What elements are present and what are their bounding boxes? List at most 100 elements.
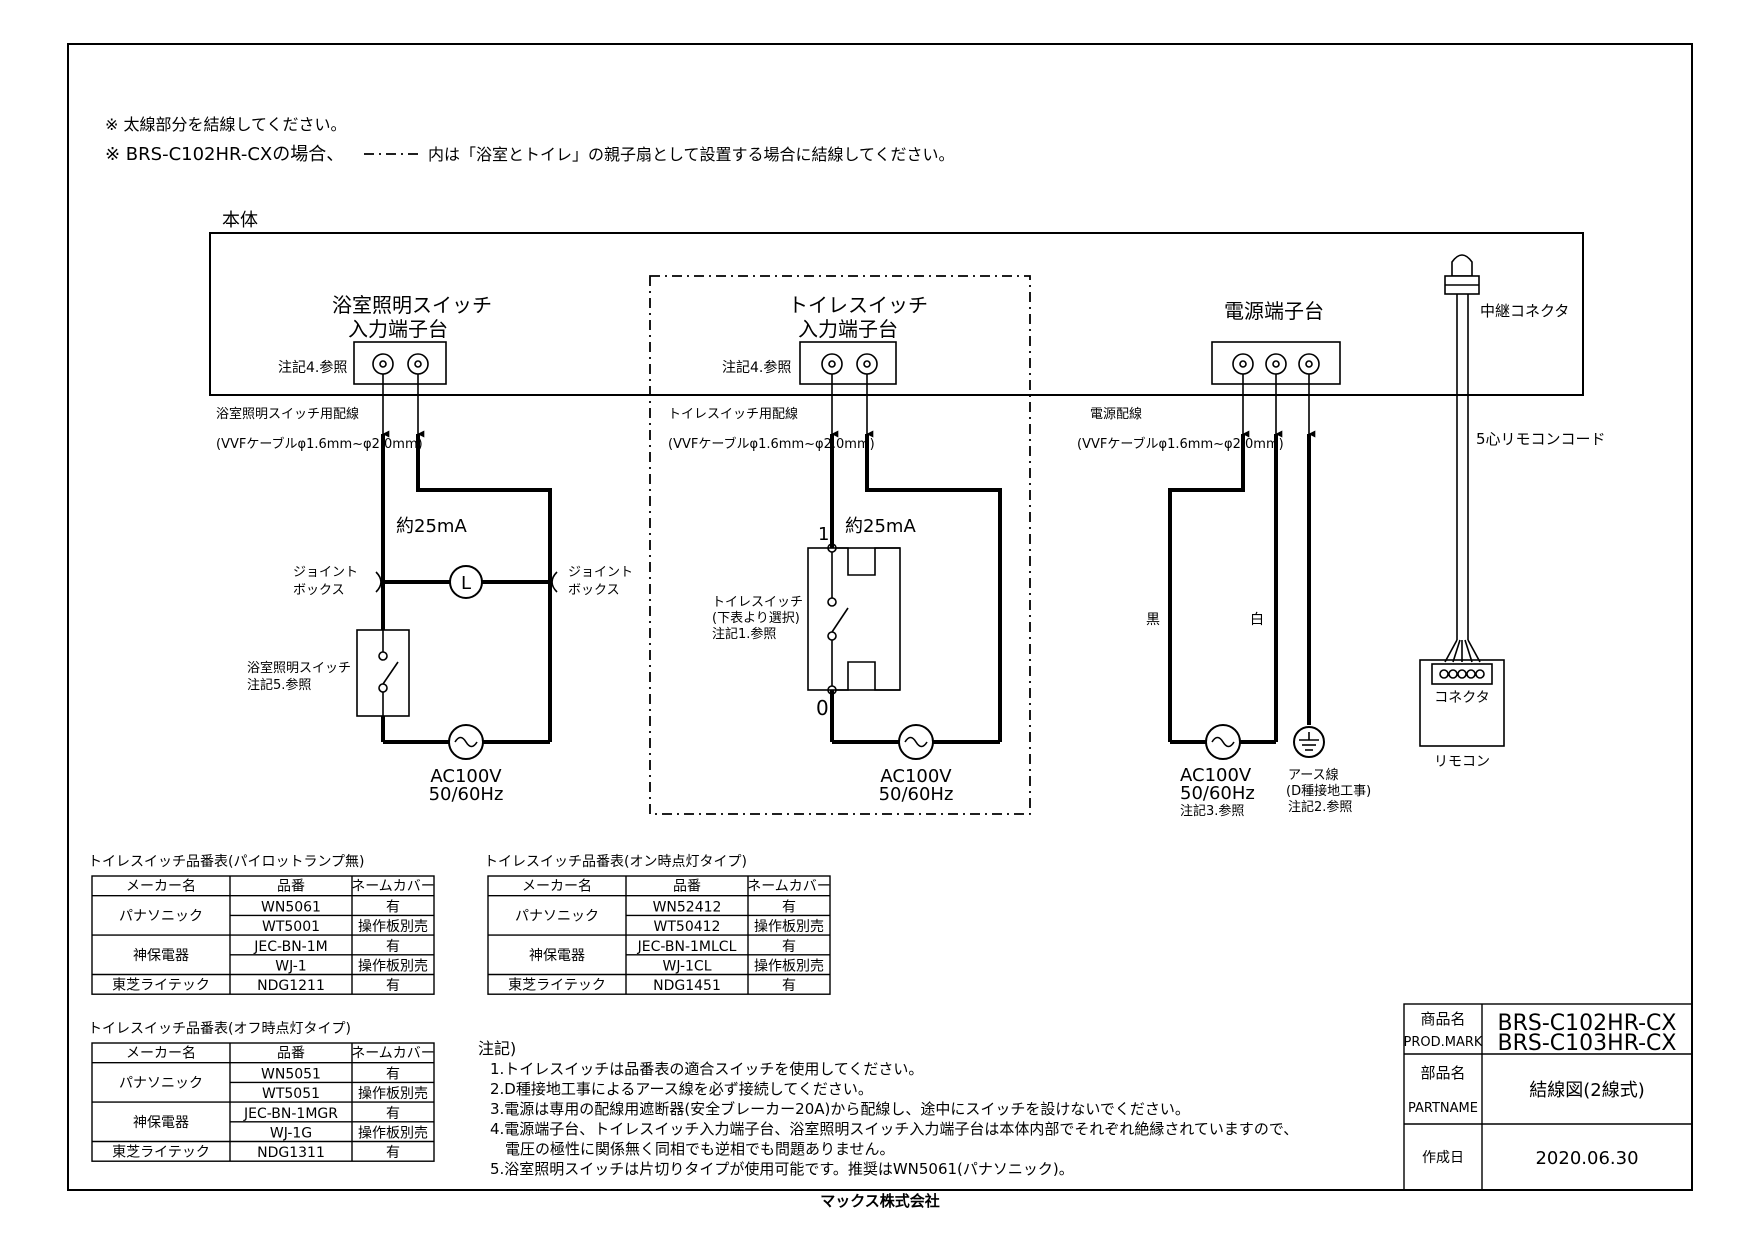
connector-label: コネクタ xyxy=(1434,690,1489,706)
toilet-terminal-block xyxy=(799,341,897,385)
switch-tables: トイレスイッチ品番表(パイロットランプ無)メーカー名品番ネームカバーパナソニック… xyxy=(88,854,831,1162)
joint-box-right-2: ボックス xyxy=(568,583,620,598)
table-part-number: WN5061 xyxy=(261,899,321,915)
connector-pin-1 xyxy=(1439,669,1449,679)
table-header: ネームカバー xyxy=(747,879,831,895)
toilet-note-ref: 注記4.参照 xyxy=(722,359,791,376)
note-item-3: 3.電源は専用の配線用遮断器(安全ブレーカー20A)から配線し、途中にスイッチを… xyxy=(490,1100,1190,1118)
toilet-switch-lower-bracket xyxy=(836,661,900,691)
table-part-number: WT5051 xyxy=(262,1086,320,1102)
top-note-1: ※ 太線部分を結線してください。 xyxy=(105,115,347,134)
bath-terminal-label-2: 入力端子台 xyxy=(348,317,448,341)
table-part-number: WN52412 xyxy=(653,899,722,915)
product-label-en: PROD.MARK xyxy=(1404,1035,1483,1050)
table-name-cover: 操作板別売 xyxy=(358,919,428,935)
table-name-cover: 有 xyxy=(386,939,400,955)
remote-connector xyxy=(1431,663,1493,685)
power-terminal-b xyxy=(1265,353,1287,375)
power-terminal-b-dot xyxy=(1272,360,1280,368)
cord-fan-1 xyxy=(1444,639,1458,663)
toilet-wire-right xyxy=(865,430,1002,742)
toilet-pos-1: 1 xyxy=(818,524,829,545)
bath-switch-label-1: 浴室照明スイッチ xyxy=(247,660,351,676)
remote-cord-label: 5心リモコンコード xyxy=(1476,430,1606,448)
earth-label-3: 注記2.参照 xyxy=(1288,799,1352,815)
power-terminal-c-dot xyxy=(1305,360,1313,368)
table-name-cover: 有 xyxy=(386,899,400,915)
toilet-cable-label-2: (VVFケーブルφ1.6mm~φ2.0mm) xyxy=(668,436,875,452)
toilet-current: 約25mA xyxy=(845,516,916,537)
parts-table-t2: トイレスイッチ品番表(オン時点灯タイプ)メーカー名品番ネームカバーパナソニックW… xyxy=(484,854,831,995)
table-title: トイレスイッチ品番表(パイロットランプ無) xyxy=(88,854,365,870)
bath-switch-contact-top xyxy=(378,651,388,661)
remote-label: リモコン xyxy=(1434,754,1490,770)
connector-pin-4 xyxy=(1466,669,1476,679)
company-name: マックス株式会社 xyxy=(820,1192,940,1210)
cord-fan-4 xyxy=(1464,639,1473,663)
power-wire-black xyxy=(1168,430,1250,742)
cord-fan-2 xyxy=(1452,639,1461,663)
top-note-2a: ※ BRS-C102HR-CXの場合、 xyxy=(105,144,344,165)
table-maker-cell: パナソニック xyxy=(515,908,599,924)
table-part-number: JEC-BN-1MGR xyxy=(243,1106,338,1122)
table-part-number: WT50412 xyxy=(654,919,721,935)
product-label-jp: 商品名 xyxy=(1420,1010,1465,1028)
table-part-number: WJ-1G xyxy=(270,1126,312,1142)
toilet-ac-label-1: AC100V xyxy=(880,766,952,787)
toilet-terminal-b xyxy=(856,353,878,375)
bath-note-ref: 注記4.参照 xyxy=(278,359,347,376)
power-terminal-a-dot xyxy=(1239,360,1247,368)
bottom-notes: 注記) 1.トイレスイッチは品番表の適合スイッチを使用してください。 2.D種接… xyxy=(478,1039,1298,1178)
toilet-switch-upper-bracket xyxy=(836,547,900,576)
part-label-jp: 部品名 xyxy=(1420,1064,1465,1082)
table-name-cover: 有 xyxy=(782,939,796,955)
bath-terminal-a-dot xyxy=(379,360,387,368)
bath-cable-label-1: 浴室照明スイッチ用配線 xyxy=(216,406,359,422)
table-name-cover: 操作板別売 xyxy=(358,959,428,975)
power-terminal-label: 電源端子台 xyxy=(1224,299,1324,323)
parts-table-t3: トイレスイッチ品番表(オフ時点灯タイプ)メーカー名品番ネームカバーパナソニックW… xyxy=(88,1021,435,1162)
table-maker-cell: 東芝ライテック xyxy=(508,977,606,993)
toilet-switch-contact-top xyxy=(827,597,837,607)
product-name-2: BRS-C103HR-CX xyxy=(1498,1031,1677,1056)
table-name-cover: 操作板別売 xyxy=(358,1126,428,1142)
table-header: 品番 xyxy=(277,879,305,895)
wire-color-black: 黒 xyxy=(1146,612,1160,628)
table-part-number: WJ-1CL xyxy=(662,959,711,975)
product-name-1: BRS-C102HR-CX xyxy=(1498,1011,1677,1036)
table-title: トイレスイッチ品番表(オン時点灯タイプ) xyxy=(484,854,747,870)
main-body-box xyxy=(209,232,1584,396)
note-item-4: 4.電源端子台、トイレスイッチ入力端子台、浴室照明スイッチ入力端子台は本体内部で… xyxy=(490,1120,1298,1138)
toilet-switch-blade xyxy=(831,607,849,633)
toilet-switch-label-2: (下表より選択) xyxy=(712,611,800,626)
table-name-cover: 操作板別売 xyxy=(358,1086,428,1102)
table-header: ネームカバー xyxy=(351,879,435,895)
power-ac-wave xyxy=(1211,736,1235,748)
toilet-cable-label-1: トイレスイッチ用配線 xyxy=(668,406,798,422)
table-part-number: NDG1311 xyxy=(257,1145,325,1161)
toilet-switch-block: トイレスイッチ 入力端子台 注記4.参照 トイレスイッチ用配線 (VVFケーブル… xyxy=(668,293,1002,805)
bath-ac-wave xyxy=(454,736,478,748)
table-part-number: NDG1451 xyxy=(653,978,721,994)
table-name-cover: 操作板別売 xyxy=(754,919,824,935)
relay-connector-top xyxy=(1451,254,1473,277)
toilet-terminal-a-dot xyxy=(828,360,836,368)
table-maker-cell: 東芝ライテック xyxy=(112,1144,210,1160)
toilet-ac-label-2: 50/60Hz xyxy=(879,784,954,805)
table-maker-cell: 神保電器 xyxy=(529,948,585,964)
joint-box-right-1: ジョイント xyxy=(568,565,633,580)
connector-pin-2 xyxy=(1448,669,1458,679)
earth-label-1: アース線 xyxy=(1288,767,1339,783)
toilet-switch-label-1: トイレスイッチ xyxy=(712,595,803,610)
table-part-number: NDG1211 xyxy=(257,978,325,994)
bath-terminal-label-1: 浴室照明スイッチ xyxy=(332,293,492,317)
toilet-pos-0: 0 xyxy=(816,696,829,720)
table-name-cover: 有 xyxy=(782,978,796,994)
toilet-switch-label-3: 注記1.参照 xyxy=(712,626,776,642)
wire-color-white: 白 xyxy=(1250,612,1264,628)
date-value: 2020.06.30 xyxy=(1535,1148,1638,1169)
table-maker-cell: 神保電器 xyxy=(133,1115,189,1131)
table-name-cover: 操作板別売 xyxy=(754,959,824,975)
earth-label-2: (D種接地工事) xyxy=(1286,783,1371,799)
